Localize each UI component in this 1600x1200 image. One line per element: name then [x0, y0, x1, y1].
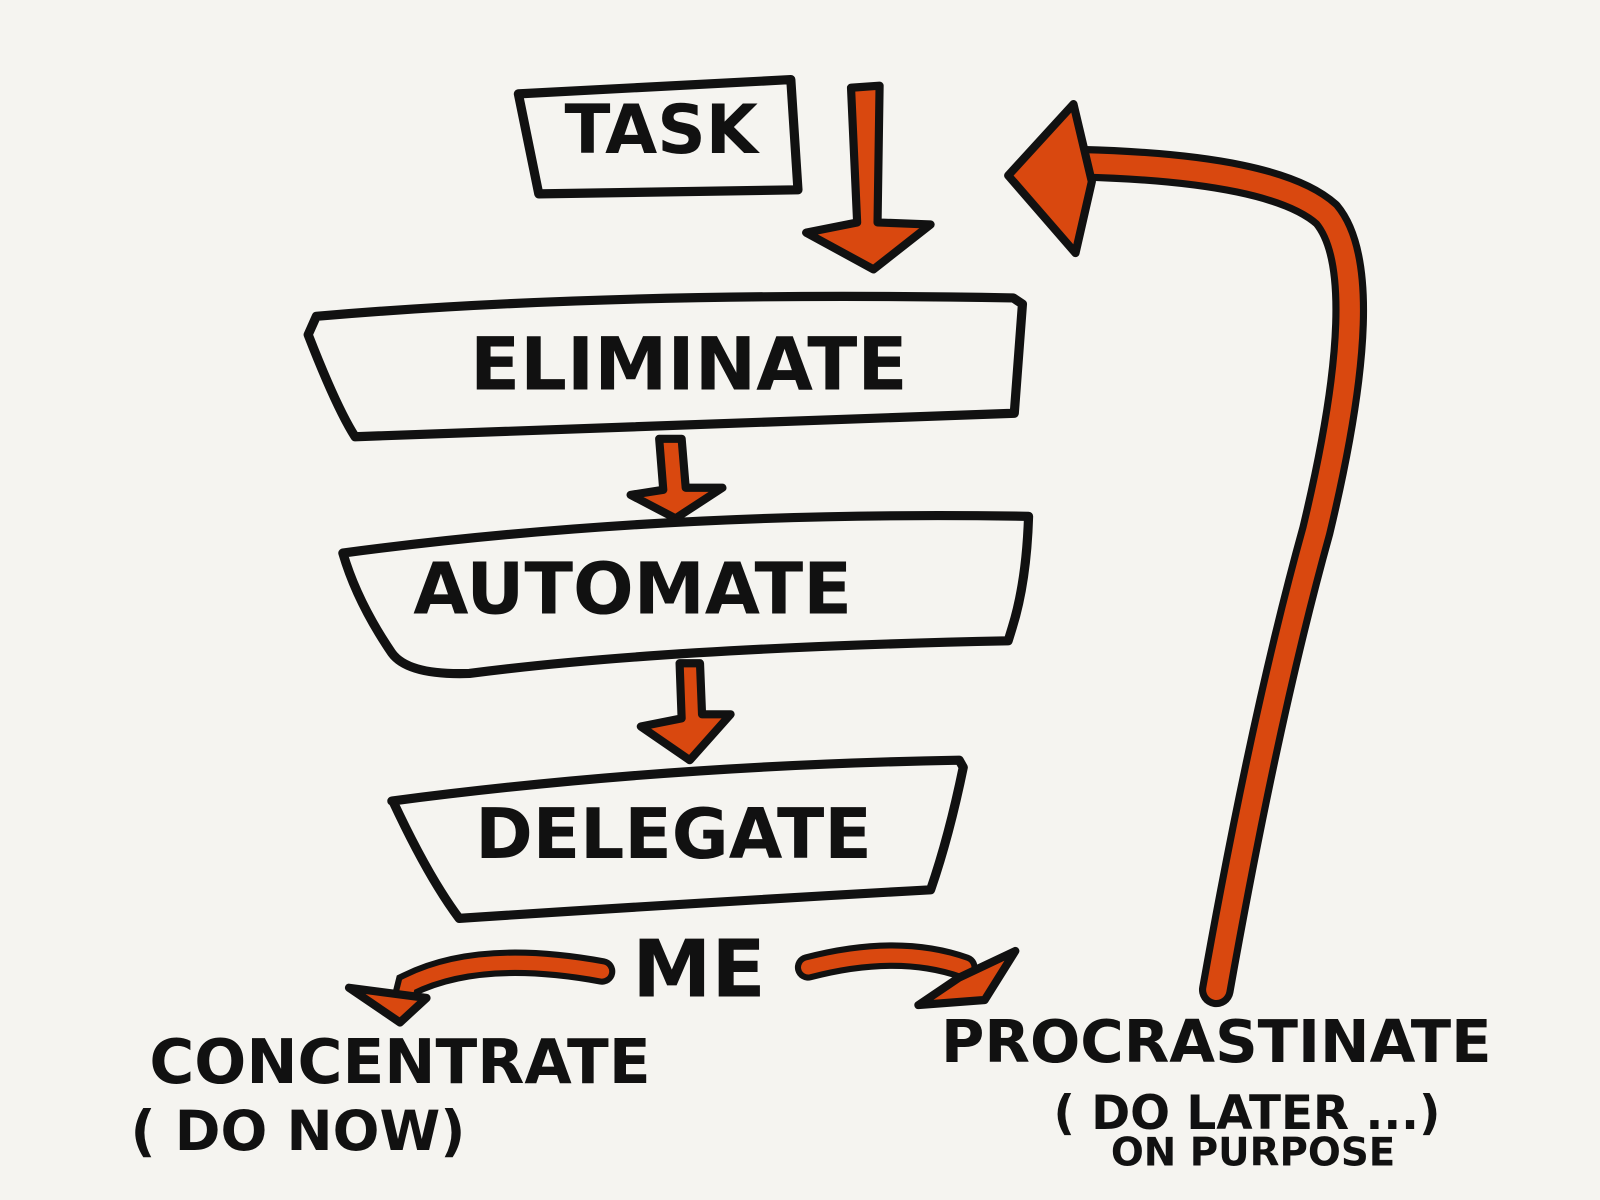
arrow-me-to-concentrate [344, 949, 616, 1027]
automate-node: AUTOMATE [338, 510, 1034, 679]
arrow-task-to-eliminate [802, 81, 935, 274]
eliminate-node: ELIMINATE [303, 291, 1028, 442]
arrow-me-to-procrastinate [794, 942, 1020, 1010]
concentrate-note: ( DO NOW) [130, 1099, 465, 1163]
arrow-procrastinate-back-to-task [1004, 100, 1368, 1008]
delegate-node: DELEGATE [387, 755, 968, 923]
task-node: TASK [513, 75, 803, 199]
task-label: TASK [564, 90, 760, 169]
automate-label: AUTOMATE [413, 547, 852, 630]
arrow-automate-to-delegate [636, 659, 735, 765]
procrastinate-label: PROCRASTINATE [941, 1007, 1492, 1076]
concentrate-label: CONCENTRATE [149, 1027, 650, 1098]
delegate-label: DELEGATE [475, 795, 872, 875]
procrastinate-note: ( DO LATER ...) [1053, 1086, 1440, 1141]
procrastinate-note-on-purpose: ON PURPOSE [1111, 1131, 1395, 1176]
eliminate-label: ELIMINATE [470, 322, 908, 407]
me-label: ME [632, 922, 766, 1015]
arrow-eliminate-to-automate [626, 434, 727, 523]
